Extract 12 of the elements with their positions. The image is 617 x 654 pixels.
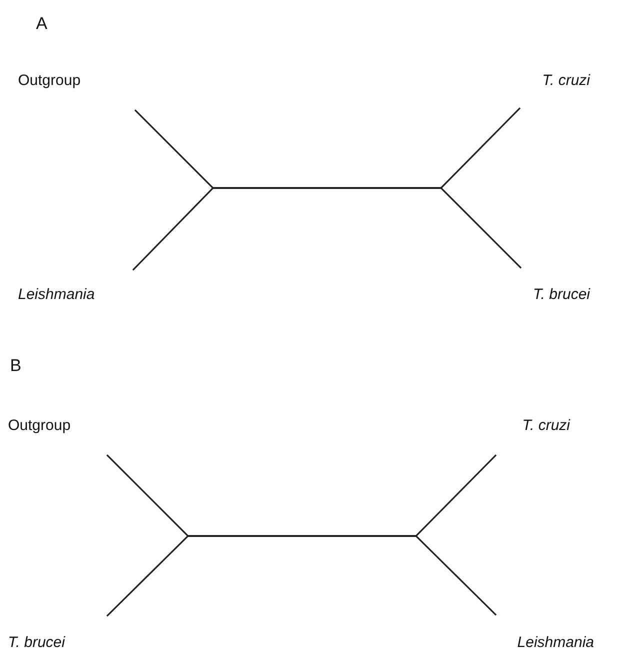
tree-branch bbox=[132, 187, 522, 270]
taxon-label: T. cruzi bbox=[542, 72, 590, 90]
taxon-label: T. cruzi bbox=[522, 417, 570, 435]
taxon-label: Outgroup bbox=[18, 72, 81, 90]
taxon-label: Outgroup bbox=[8, 417, 71, 435]
panel-letter: A bbox=[36, 14, 48, 34]
panel-letter: B bbox=[10, 356, 22, 376]
taxon-label: T. brucei bbox=[533, 286, 590, 304]
taxon-label: Leishmania bbox=[18, 286, 95, 304]
taxon-label: T. brucei bbox=[8, 634, 65, 652]
tree-branch bbox=[106, 535, 496, 616]
taxon-label: Leishmania bbox=[517, 634, 594, 652]
